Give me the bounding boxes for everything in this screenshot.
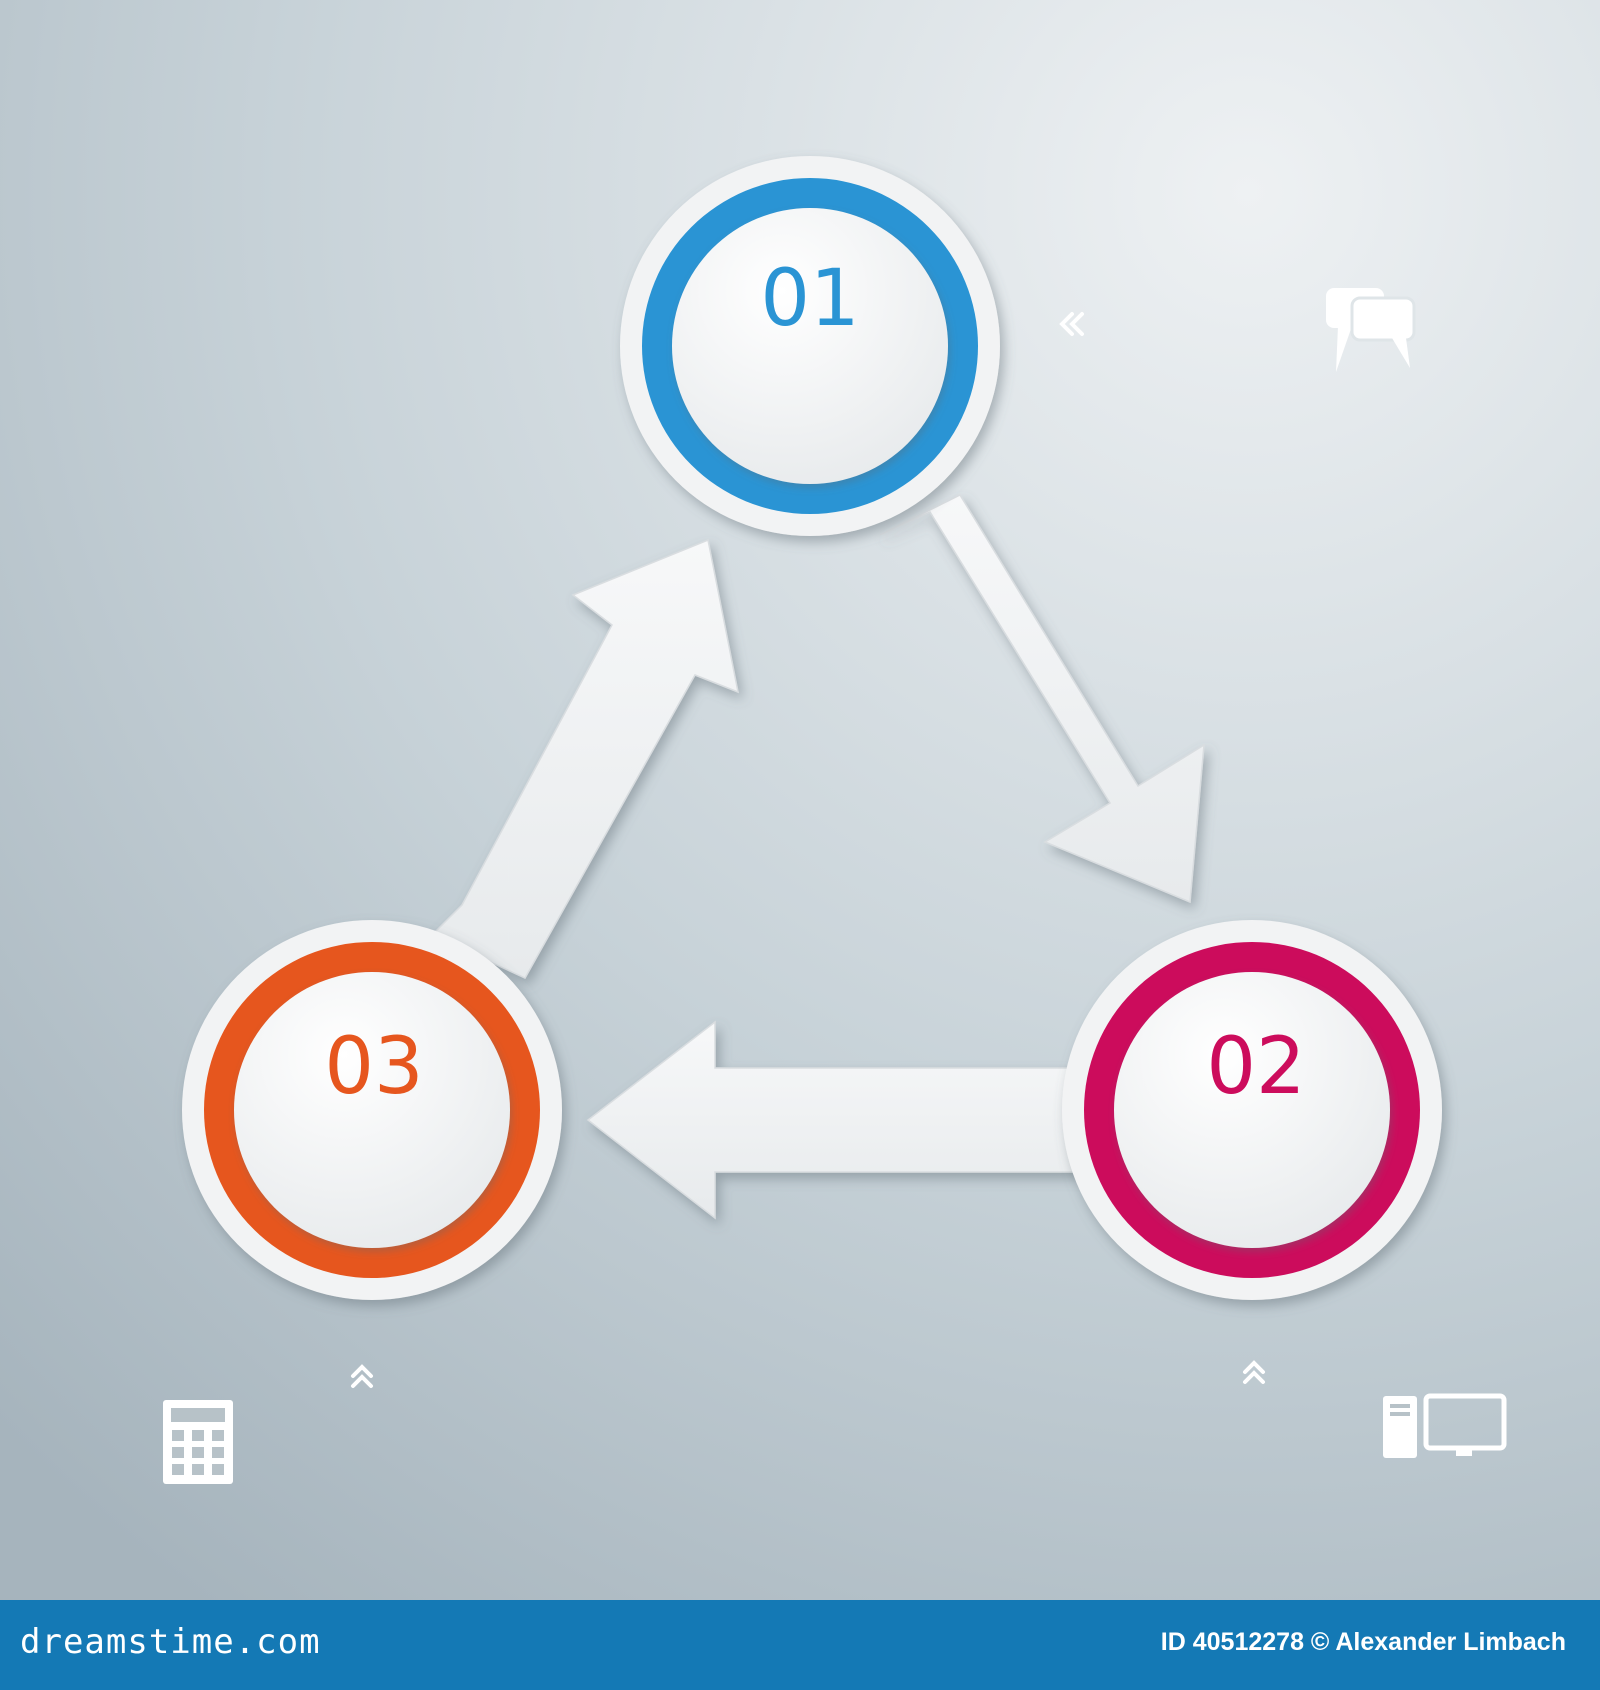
desktop-computer-icon: [1383, 1393, 1507, 1458]
step-02-number: 02: [1206, 1022, 1305, 1112]
step-03-number: 03: [324, 1022, 423, 1112]
arrow-03-to-01: [430, 538, 740, 979]
calculator-icon: [163, 1400, 233, 1484]
step-03-circle: 03: [182, 920, 562, 1300]
step-01-circle: 01: [620, 156, 1000, 536]
footer-credit: ID 40512278 © Alexander Limbach: [1160, 1628, 1566, 1656]
cycle-diagram: 01 02 03: [0, 0, 1600, 1600]
speech-bubbles-icon: [1326, 288, 1416, 372]
step-01-face: [672, 208, 948, 484]
arrow-02-to-03: [586, 1020, 1091, 1220]
footer-bar: dreamstime.com ID 40512278 © Alexander L…: [0, 1600, 1600, 1690]
step-02-circle: 02: [1062, 920, 1442, 1300]
step-03-face: [234, 972, 510, 1248]
double-chevron-left-icon: [1059, 312, 1084, 336]
double-chevron-up-icon: [1243, 1360, 1265, 1384]
double-chevron-up-icon: [351, 1364, 373, 1388]
step-01-number: 01: [760, 254, 859, 344]
footer-brand[interactable]: dreamstime.com: [20, 1622, 321, 1662]
step-02-face: [1114, 972, 1390, 1248]
arrow-01-to-02: [879, 494, 1205, 904]
